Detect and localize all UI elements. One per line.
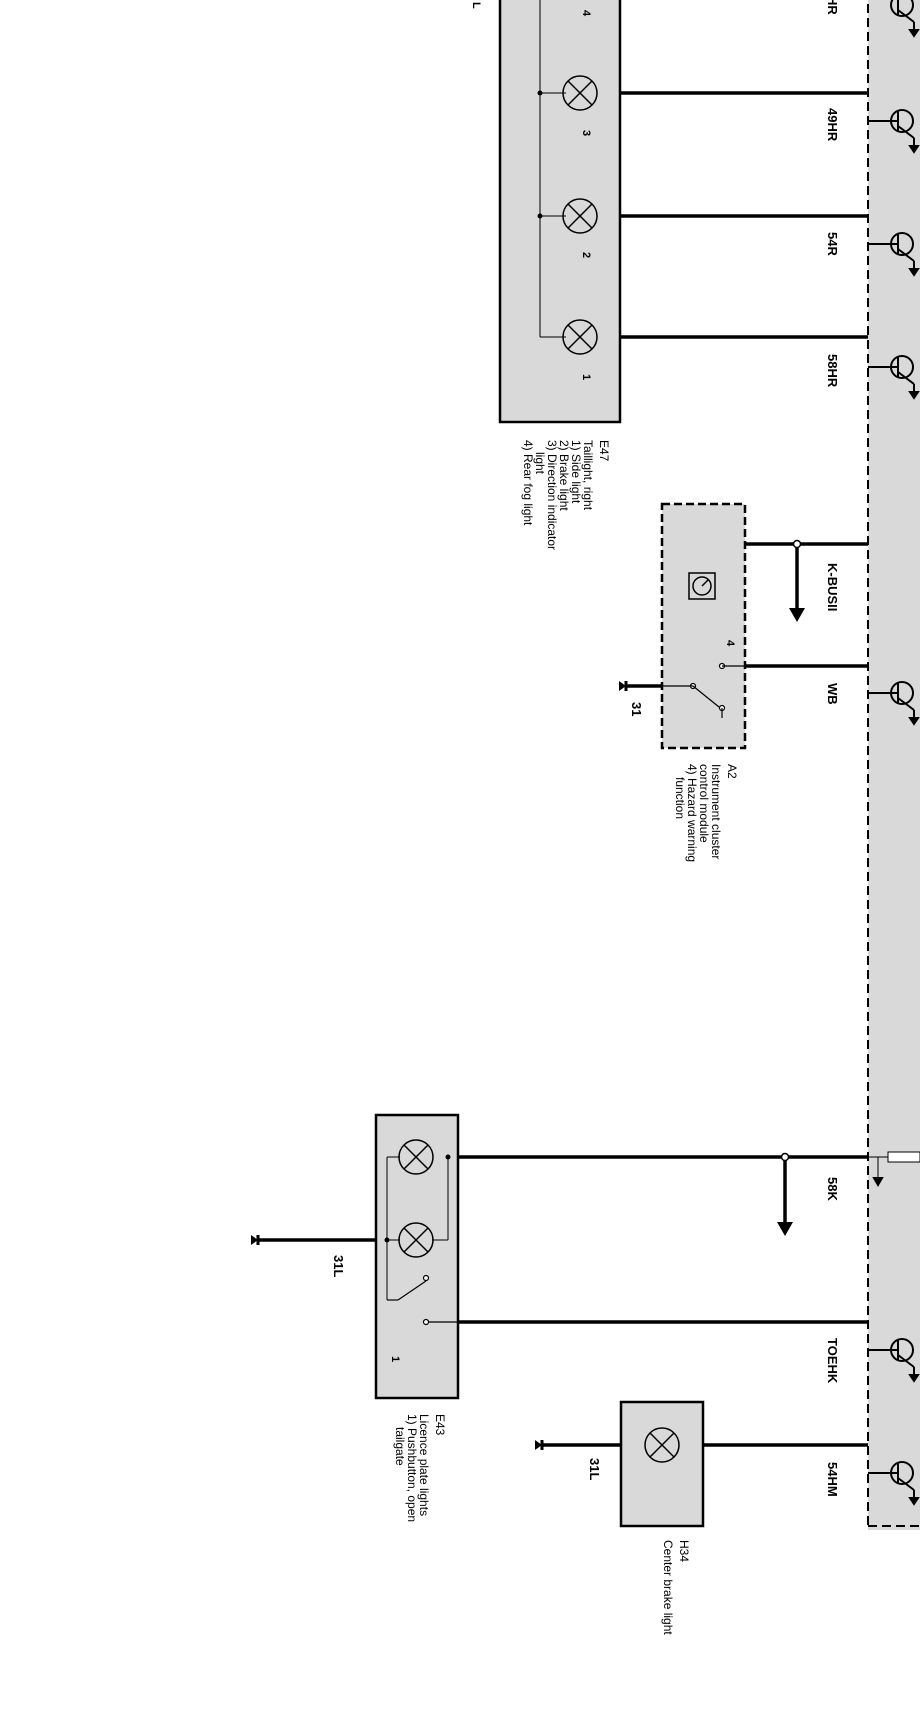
transistor-icon — [868, 681, 920, 726]
wire-label-58hr: 58HR — [825, 354, 840, 388]
lamp-icon — [398, 1139, 434, 1175]
splice-node — [780, 1152, 790, 1162]
e47-line-5: light — [533, 452, 547, 475]
transistor-icon — [868, 355, 920, 400]
e43-ground-icon — [251, 1235, 260, 1245]
transistor-icon — [868, 232, 920, 277]
wire-label-top: HR — [825, 0, 840, 15]
e47-line-2: 1) Side light — [569, 440, 583, 504]
transistor-icon — [868, 1338, 920, 1383]
a2-line-3: 4) Hazard warning — [685, 764, 699, 862]
a2-line-4: function — [673, 777, 687, 819]
wire-label-49hr: 49HR — [825, 108, 840, 142]
e47-pin-4: 4 — [580, 10, 592, 17]
e43-wires — [258, 1155, 868, 1324]
transistor-icon — [868, 1461, 920, 1506]
e47-line-4: 3) Direction indicator — [545, 440, 559, 550]
a2-line-2: control module — [697, 764, 711, 843]
lamp-icon — [562, 319, 598, 355]
wire-label-54hm: 54HM — [825, 1462, 840, 1497]
lamp-icon — [398, 1222, 434, 1258]
e43-id: E43 — [433, 1414, 447, 1436]
e47-line-1: Taillight, right — [581, 440, 595, 511]
e43-licence-plate-block: 1 — [374, 1113, 460, 1400]
h34-line-1: Center brake light — [661, 1540, 675, 1635]
h34-center-brake-light-block: 31L — [535, 1400, 868, 1528]
lamp-icon — [644, 1427, 680, 1463]
a2-ground-label: 31 — [629, 702, 644, 716]
a2-line-1: Instrument cluster — [709, 764, 723, 859]
e43-line-1: Licence plate lights — [417, 1414, 431, 1516]
e47-cut-label: L — [470, 2, 482, 9]
transistor-icon — [868, 109, 920, 154]
wire-label-54r: 54R — [825, 232, 840, 256]
h34-id: H34 — [677, 1540, 691, 1562]
wire-labels: HR 49HR 54R 58HR K-BUSII WB 58K TOEHK 54… — [825, 0, 840, 1497]
lamp-icon — [562, 198, 598, 234]
e47-wires — [620, 91, 868, 339]
a2-pin-4: 4 — [724, 640, 736, 647]
e43-line-2: 1) Pushbutton, open — [405, 1414, 419, 1522]
e47-pin-1: 1 — [580, 374, 592, 380]
h34-caption: H34 Center brake light — [661, 1540, 691, 1635]
wire-label-toehk: TOEHK — [825, 1338, 840, 1384]
e43-pin-1: 1 — [389, 1356, 401, 1362]
arrow-icon — [777, 1222, 793, 1236]
control-module-block — [867, 0, 920, 1530]
e43-ground-label: 31L — [331, 1255, 346, 1277]
e47-line-3: 2) Brake light — [557, 440, 571, 511]
e47-id: E47 — [597, 440, 611, 462]
output-transistors — [868, 0, 920, 1506]
a2-caption: A2 Instrument cluster control module 4) … — [673, 764, 739, 862]
a2-instrument-cluster-block: 4 31 — [619, 502, 868, 750]
e47-line-6: 4) Rear fog light — [521, 440, 535, 526]
wire-label-kbus: K-BUSII — [825, 563, 840, 611]
e43-line-3: tailgate — [393, 1427, 407, 1466]
h34-ground-label: 31L — [587, 1458, 602, 1480]
wire-label-wb: WB — [825, 683, 840, 705]
lamp-icon — [562, 75, 598, 111]
e47-taillight-block: 4 3 2 1 L — [470, 0, 622, 424]
e43-caption: E43 Licence plate lights 1) Pushbutton, … — [393, 1414, 447, 1522]
e47-pin-2: 2 — [580, 252, 592, 258]
e47-pin-3: 3 — [580, 130, 592, 136]
a2-id: A2 — [725, 764, 739, 779]
wire-label-58k: 58K — [825, 1177, 840, 1201]
transistor-icon — [890, 0, 920, 38]
cluster-gauge-icon — [688, 572, 716, 600]
e47-caption: E47 Taillight, right 1) Side light 2) Br… — [521, 440, 611, 550]
